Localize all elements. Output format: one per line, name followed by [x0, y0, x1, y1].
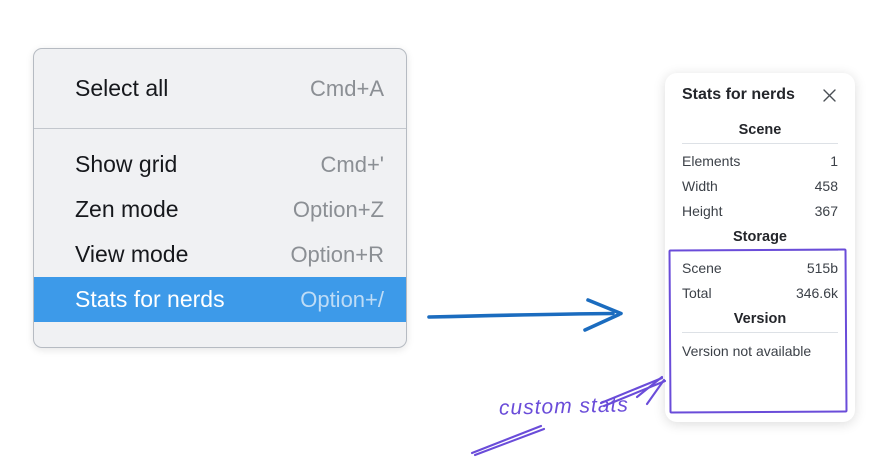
menu-item-label: View mode [75, 241, 189, 267]
menu-item-select-all[interactable]: Select all Cmd+A [34, 49, 406, 128]
stat-row-width: Width 458 [682, 173, 838, 198]
menu-item-shortcut: Cmd+' [320, 151, 385, 177]
stat-value: 515b [806, 259, 838, 276]
blue-arrow [427, 298, 623, 332]
stat-label: Scene [682, 259, 722, 276]
close-icon[interactable] [820, 86, 838, 104]
menu-separator [34, 128, 406, 129]
stat-value: 367 [814, 202, 838, 219]
menu-item-view-mode[interactable]: View mode Option+R [34, 232, 406, 277]
menu-item-zen-mode[interactable]: Zen mode Option+Z [34, 187, 406, 232]
custom-stats-annotation: custom stats [498, 393, 630, 420]
section-title: Storage [733, 229, 787, 245]
stats-panel-title: Stats for nerds [682, 86, 795, 103]
context-menu: Select all Cmd+A Show grid Cmd+' Zen mod… [33, 48, 407, 348]
version-status-text: Version not available [682, 343, 812, 359]
menu-group: Show grid Cmd+' Zen mode Option+Z View m… [34, 129, 406, 322]
menu-item-label: Select all [75, 75, 169, 101]
stat-row-scene-size: Scene 515b [682, 255, 838, 280]
stat-label: Elements [682, 152, 741, 169]
section-title: Version [733, 311, 787, 327]
stats-panel-header: Stats for nerds [682, 86, 838, 104]
stat-label: Total [682, 284, 712, 301]
stat-row-total-size: Total 346.6k [682, 280, 838, 305]
stats-section-scene: Scene Elements 1 Width 458 Height 367 [682, 116, 838, 223]
stats-section-storage: Storage Scene 515b Total 346.6k [682, 223, 838, 305]
stats-panel: Stats for nerds Scene Elements 1 Width 4… [665, 73, 855, 422]
menu-item-label: Stats for nerds [75, 286, 225, 312]
stat-row-height: Height 367 [682, 198, 838, 223]
stat-value: 346.6k [795, 284, 838, 301]
menu-item-shortcut: Cmd+A [310, 75, 384, 101]
menu-item-label: Zen mode [75, 196, 179, 222]
section-divider [682, 143, 838, 144]
stat-row-elements: Elements 1 [682, 148, 838, 173]
menu-item-label: Show grid [75, 151, 178, 177]
menu-item-shortcut: Option+Z [292, 196, 384, 222]
menu-item-stats-for-nerds[interactable]: Stats for nerds Option+/ [34, 277, 406, 322]
section-divider [682, 250, 838, 251]
section-title: Scene [738, 122, 782, 138]
stats-section-version: Version Version not available [682, 305, 838, 361]
menu-item-shortcut: Option+R [290, 241, 384, 267]
stat-label: Height [682, 202, 723, 219]
stat-label: Width [682, 177, 718, 194]
menu-item-show-grid[interactable]: Show grid Cmd+' [34, 142, 406, 187]
stat-value: 1 [830, 152, 838, 169]
stat-value: 458 [814, 177, 838, 194]
menu-item-shortcut: Option+/ [300, 286, 384, 312]
section-divider [682, 332, 838, 333]
